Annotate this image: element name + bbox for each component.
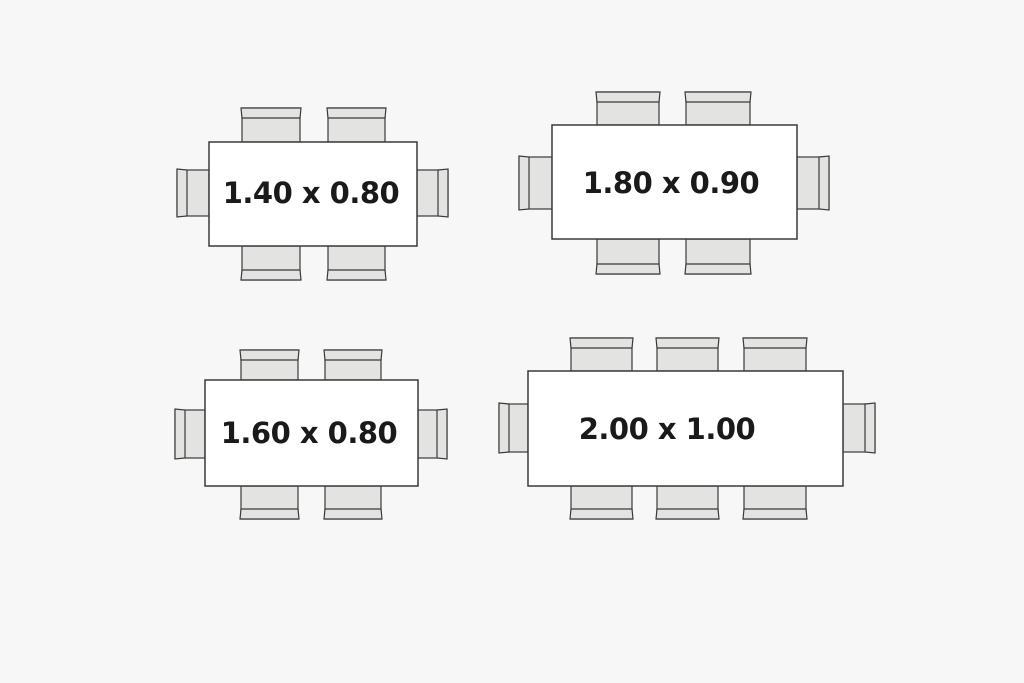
chair-backrest [239,349,300,361]
chair-backrest [240,269,302,281]
chair-right-1-1 [416,168,449,218]
chair-backrest [437,168,449,218]
chair-bottom-2-2 [684,238,752,275]
chair-backrest [436,408,448,460]
chair-backrest [684,263,752,275]
chair-backrest [569,337,634,349]
chair-top-3-1 [239,349,300,381]
chair-backrest [498,402,510,454]
chair-top-1-2 [326,107,387,143]
chair-backrest [595,263,661,275]
chair-backrest [569,508,634,520]
chair-bottom-4-1 [569,485,634,520]
chair-left-3-1 [174,408,206,460]
chair-backrest [742,508,808,520]
chair-backrest [595,91,661,103]
chair-backrest [684,91,752,103]
chair-top-2-2 [684,91,752,126]
chairs-layer [174,91,876,520]
chair-backrest [326,107,387,119]
chair-bottom-1-2 [326,245,387,281]
table-1-top [208,141,418,247]
chair-left-1-1 [176,168,210,218]
chair-backrest [323,349,383,361]
chair-left-2-1 [518,155,553,211]
table-1: 1.40 x 0.80 [208,141,418,247]
chair-right-4-1 [842,402,876,454]
chair-backrest [655,337,720,349]
chair-bottom-1-1 [240,245,302,281]
chair-top-2-1 [595,91,661,126]
chair-bottom-2-1 [595,238,661,275]
chair-backrest [864,402,876,454]
chair-backrest [655,508,720,520]
chair-backrest [239,508,300,520]
chair-right-2-1 [796,155,830,211]
chair-bottom-3-2 [323,485,383,520]
table-4-top [527,370,844,487]
table-3-top [204,379,419,487]
chair-bottom-4-2 [655,485,720,520]
chair-backrest [326,269,387,281]
chair-bottom-3-1 [239,485,300,520]
chair-backrest [176,168,188,218]
table-2-top [551,124,798,240]
table-2-size-label: 1.80 x 0.90 [583,166,760,200]
chair-top-1-1 [240,107,302,143]
chair-backrest [240,107,302,119]
table-3: 1.60 x 0.80 [204,379,419,487]
chair-backrest [742,337,808,349]
chair-backrest [174,408,186,460]
chair-top-4-2 [655,337,720,372]
chair-top-4-3 [742,337,808,372]
table-4-size-label: 2.00 x 1.00 [579,412,756,446]
chair-top-4-1 [569,337,634,372]
chair-bottom-4-3 [742,485,808,520]
chair-backrest [323,508,383,520]
table-3-size-label: 1.60 x 0.80 [221,416,398,450]
table-4: 2.00 x 1.00 [527,370,844,487]
chair-right-3-1 [417,408,448,460]
chair-top-3-2 [323,349,383,381]
table-2: 1.80 x 0.90 [551,124,798,240]
chair-left-4-1 [498,402,529,454]
chair-backrest [818,155,830,211]
table-1-size-label: 1.40 x 0.80 [223,176,400,210]
chair-backrest [518,155,530,211]
